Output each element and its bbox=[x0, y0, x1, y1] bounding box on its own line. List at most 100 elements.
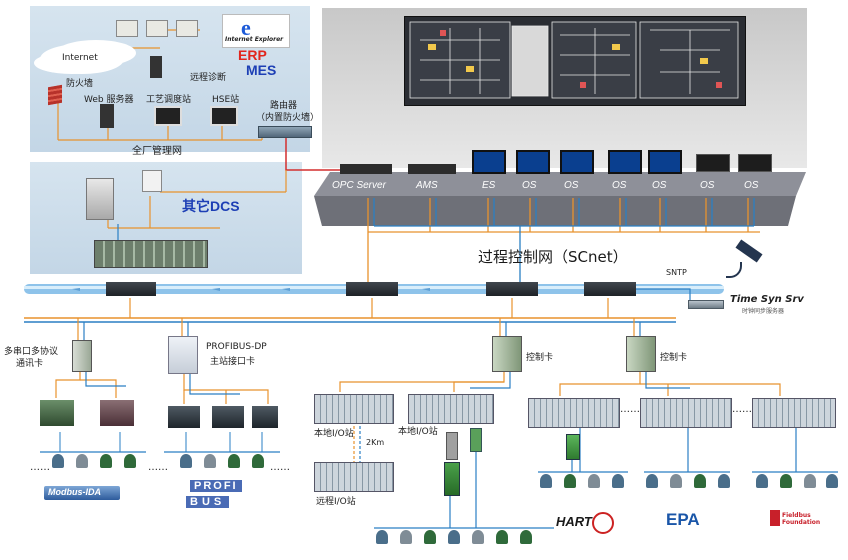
field-instrument-icon bbox=[520, 530, 532, 544]
monitor-icon bbox=[560, 150, 594, 174]
monitor-icon bbox=[146, 20, 168, 37]
io-station-rack bbox=[314, 462, 394, 492]
monitor-icon bbox=[608, 150, 642, 174]
time-server-sublabel: 时钟同步服务器 bbox=[742, 308, 785, 315]
field-instrument-icon bbox=[76, 454, 88, 468]
console-station-label: OS bbox=[652, 180, 667, 191]
plc-device-icon bbox=[252, 406, 278, 428]
router-sublabel: （内置防火墙） bbox=[256, 113, 320, 123]
hse-station-label: HSE站 bbox=[212, 95, 240, 105]
opc-server-icon bbox=[340, 164, 392, 174]
field-instrument-icon bbox=[252, 454, 264, 468]
ie-logo-text: Internet Explorer bbox=[225, 36, 284, 43]
control-card-module bbox=[626, 336, 656, 372]
field-instrument-icon bbox=[612, 474, 624, 488]
operator-console bbox=[314, 172, 806, 196]
fieldbus-module bbox=[446, 432, 458, 460]
local-io-label: 本地I/O站 bbox=[398, 427, 438, 437]
network-switch bbox=[106, 282, 156, 296]
field-instrument-icon bbox=[376, 530, 388, 544]
monitor-icon bbox=[472, 150, 506, 174]
monitor-icon bbox=[516, 150, 550, 174]
field-instrument-icon bbox=[100, 454, 112, 468]
fieldbus-foundation-text: Fieldbus Foundation bbox=[782, 512, 821, 526]
fieldbus-module bbox=[470, 428, 482, 452]
plc-device-icon bbox=[212, 406, 244, 428]
epa-logo: EPA bbox=[666, 510, 710, 532]
ellipsis-label: …… bbox=[270, 462, 290, 473]
console-station-label: OS bbox=[522, 180, 537, 191]
satellite-signal-icon bbox=[726, 262, 742, 278]
control-card-label: 控制卡 bbox=[660, 353, 688, 363]
console-station-label: OS bbox=[564, 180, 579, 191]
controller-rack-icon bbox=[94, 240, 208, 268]
profibus-logo: PROFI BUS bbox=[184, 480, 268, 514]
plc-device-icon bbox=[100, 400, 134, 426]
firewall-label: 防火墙 bbox=[66, 79, 94, 89]
mimic-panel-graphics bbox=[409, 21, 739, 99]
field-instrument-icon bbox=[670, 474, 682, 488]
comm-card-module bbox=[72, 340, 92, 372]
field-instrument-icon bbox=[400, 530, 412, 544]
field-instrument-icon bbox=[472, 530, 484, 544]
field-instrument-icon bbox=[204, 454, 216, 468]
plant-network-label: 全厂管理网 bbox=[132, 146, 182, 157]
control-card-module bbox=[492, 336, 522, 372]
ellipsis-label: …… bbox=[620, 404, 640, 415]
console-station-label: OS bbox=[700, 180, 715, 191]
monitor-icon bbox=[176, 20, 198, 37]
web-server-label: Web 服务器 bbox=[84, 95, 134, 105]
profibus-card-sublabel: 主站接口卡 bbox=[210, 357, 256, 367]
profibus-card-label: PROFIBUS-DP bbox=[206, 342, 267, 352]
field-instrument-icon bbox=[756, 474, 768, 488]
console-station-label: AMS bbox=[416, 180, 438, 191]
time-server-label: Time Syn Srv bbox=[730, 294, 804, 305]
io-station-rack bbox=[314, 394, 394, 424]
server-tower-icon bbox=[100, 104, 114, 128]
control-card-label: 控制卡 bbox=[526, 353, 554, 363]
field-instrument-icon bbox=[228, 454, 240, 468]
io-station-rack bbox=[640, 398, 732, 428]
field-instrument-icon bbox=[180, 454, 192, 468]
console-station-label: ES bbox=[482, 180, 496, 191]
network-switch bbox=[346, 282, 398, 296]
plc-device-icon bbox=[168, 406, 200, 428]
modbus-logo-text: Modbus-IDA bbox=[48, 487, 101, 497]
router-label: 路由器 bbox=[270, 101, 298, 111]
profibus-logo-top: PROFI bbox=[190, 480, 242, 492]
ellipsis-label: …… bbox=[148, 462, 168, 473]
field-instrument-icon bbox=[448, 530, 460, 544]
firewall-icon bbox=[48, 84, 62, 106]
internet-cloud bbox=[40, 44, 124, 74]
monitor-icon bbox=[648, 150, 682, 174]
monitor-icon bbox=[142, 170, 162, 192]
console-station-label: OPC Server bbox=[332, 180, 386, 191]
profibus-interface-card bbox=[168, 336, 198, 374]
multi-serial-label: 多串口多协议 bbox=[4, 347, 59, 357]
field-instrument-icon bbox=[780, 474, 792, 488]
monitor-icon bbox=[116, 20, 138, 37]
field-instrument-icon bbox=[804, 474, 816, 488]
field-instrument-icon bbox=[496, 530, 508, 544]
time-server-icon bbox=[688, 300, 724, 309]
modbus-logo: Modbus-IDA bbox=[44, 486, 120, 500]
sntp-label: SNTP bbox=[666, 268, 687, 277]
erp-label: ERP bbox=[238, 47, 267, 63]
field-instrument-icon bbox=[646, 474, 658, 488]
local-io-label: 本地I/O站 bbox=[314, 429, 354, 439]
ie-e-glyph: e bbox=[241, 15, 251, 40]
plc-device-icon bbox=[40, 400, 74, 426]
io-station-rack bbox=[408, 394, 494, 424]
field-instrument-icon bbox=[588, 474, 600, 488]
comm-card-label: 通讯卡 bbox=[16, 359, 44, 369]
remote-diag-label: 远程诊断 bbox=[190, 73, 227, 83]
ellipsis-label: …… bbox=[732, 404, 752, 415]
workstation-icon bbox=[210, 106, 238, 126]
field-instrument-icon bbox=[424, 530, 436, 544]
network-switch bbox=[584, 282, 636, 296]
internet-explorer-icon: e Internet Explorer bbox=[222, 14, 290, 48]
hart-logo-text: HART bbox=[556, 514, 592, 529]
console-station-label: OS bbox=[744, 180, 759, 191]
other-dcs-label: 其它DCS bbox=[182, 198, 240, 214]
distance-label: 2Km bbox=[366, 438, 385, 447]
